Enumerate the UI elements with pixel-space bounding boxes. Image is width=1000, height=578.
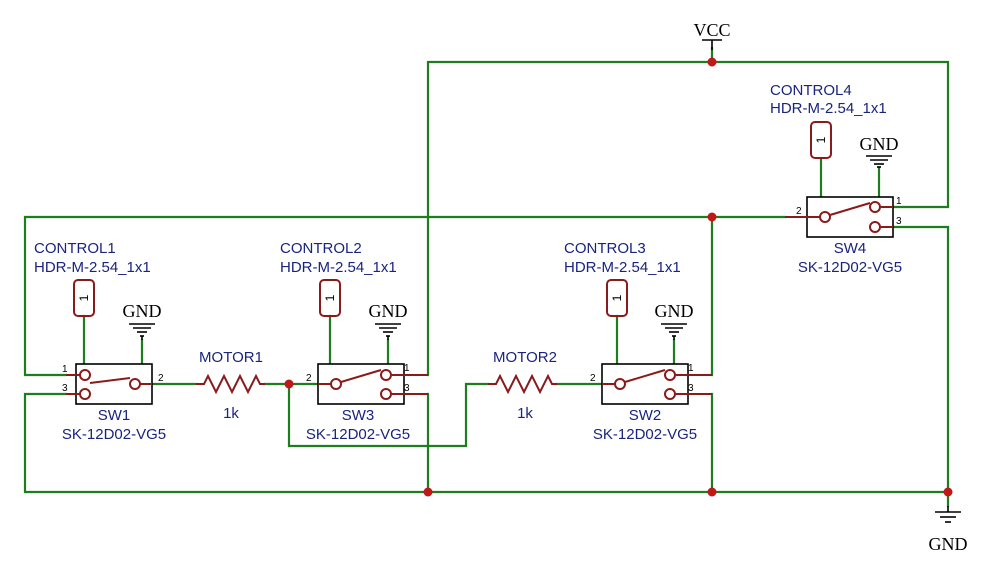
sw3-ref: SW3 <box>342 407 375 424</box>
header-control2[interactable]: 1 CONTROL2 HDR-M-2.54_1x1 <box>280 240 397 317</box>
sw4-pin2: 2 <box>796 206 802 217</box>
switch-sw1[interactable]: 1 3 2 SW1 SK-12D02-VG5 <box>62 363 166 443</box>
junction-gnd-1 <box>423 487 433 497</box>
sw3-pin2: 2 <box>306 373 312 384</box>
wire-gnd-bus <box>23 392 950 494</box>
gnd-label-sw4: GND <box>860 134 899 154</box>
header-control2-ref: CONTROL2 <box>280 240 362 257</box>
junctions <box>284 57 953 497</box>
sw1-value: SK-12D02-VG5 <box>62 426 166 443</box>
header-control1-value: HDR-M-2.54_1x1 <box>34 259 151 276</box>
sw2-ref: SW2 <box>629 407 662 424</box>
header-control1[interactable]: 1 CONTROL1 HDR-M-2.54_1x1 <box>34 240 151 317</box>
gnd-label-sw3: GND <box>369 301 408 321</box>
wire-vcc-bus <box>426 60 950 377</box>
sw2-pin3: 3 <box>688 383 694 394</box>
vcc-symbol: VCC <box>693 20 731 50</box>
junction-vcc <box>707 57 717 67</box>
sw2-value: SK-12D02-VG5 <box>593 426 697 443</box>
junction-mid <box>707 212 717 222</box>
gnd-label-main: GND <box>929 534 968 554</box>
header-control3-value: HDR-M-2.54_1x1 <box>564 259 681 276</box>
motor1-value: 1k <box>223 405 239 422</box>
header-control2-pin: 1 <box>323 294 337 301</box>
wire-sw4-pin3 <box>891 225 950 508</box>
gnd-label-sw1: GND <box>123 301 162 321</box>
sw1-pin2: 2 <box>158 373 164 384</box>
header-control1-pin: 1 <box>77 294 91 301</box>
junction-motor <box>284 379 294 389</box>
sw3-pin3: 3 <box>404 383 410 394</box>
wire-motor1-motor2 <box>287 382 490 448</box>
header-control1-ref: CONTROL1 <box>34 240 116 257</box>
header-control4[interactable]: 1 CONTROL4 HDR-M-2.54_1x1 <box>770 82 887 159</box>
sw4-value: SK-12D02-VG5 <box>798 259 902 276</box>
motor2-ref: MOTOR2 <box>493 349 557 366</box>
motor1-ref: MOTOR1 <box>199 349 263 366</box>
wires <box>23 46 950 508</box>
header-control4-ref: CONTROL4 <box>770 82 852 99</box>
gnd-symbol-sw2: GND <box>655 301 694 340</box>
resistor-motor1[interactable]: MOTOR1 1k <box>196 349 265 422</box>
sw1-pin3: 3 <box>62 383 68 394</box>
sw3-pin1: 1 <box>404 363 410 374</box>
switch-sw3[interactable]: 2 1 3 SW3 SK-12D02-VG5 <box>306 363 428 443</box>
sw2-pin1: 1 <box>688 363 694 374</box>
gnd-symbol-sw1: GND <box>123 301 162 340</box>
sw3-value: SK-12D02-VG5 <box>306 426 410 443</box>
gnd-label-sw2: GND <box>655 301 694 321</box>
header-control3-pin: 1 <box>610 294 624 301</box>
switch-sw4[interactable]: 2 1 3 SW4 SK-12D02-VG5 <box>785 196 902 276</box>
sw4-pin1: 1 <box>896 196 902 207</box>
header-control2-value: HDR-M-2.54_1x1 <box>280 259 397 276</box>
vcc-label: VCC <box>693 20 730 40</box>
header-control3[interactable]: 1 CONTROL3 HDR-M-2.54_1x1 <box>564 240 681 317</box>
resistor-motor2[interactable]: MOTOR2 1k <box>488 349 557 422</box>
sw4-ref: SW4 <box>834 240 867 257</box>
gnd-symbol-sw4: GND <box>860 134 899 168</box>
header-control3-ref: CONTROL3 <box>564 240 646 257</box>
sw4-pin3: 3 <box>896 216 902 227</box>
gnd-symbol-sw3: GND <box>369 301 408 340</box>
gnd-symbol-main: GND <box>929 506 968 554</box>
switch-sw2[interactable]: 2 1 3 SW2 SK-12D02-VG5 <box>590 363 712 443</box>
header-control4-value: HDR-M-2.54_1x1 <box>770 100 887 117</box>
sw1-ref: SW1 <box>98 407 131 424</box>
sw1-pin1: 1 <box>62 364 68 375</box>
header-control4-pin: 1 <box>814 136 828 143</box>
junction-gnd-3 <box>943 487 953 497</box>
junction-gnd-2 <box>707 487 717 497</box>
sw2-pin2: 2 <box>590 373 596 384</box>
motor2-value: 1k <box>517 405 533 422</box>
wire-mid-bus <box>23 215 787 377</box>
